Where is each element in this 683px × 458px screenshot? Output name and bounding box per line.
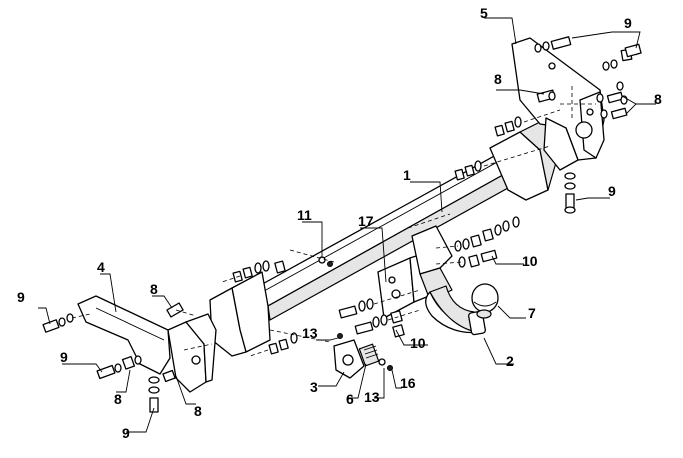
callout-2: 2 (506, 353, 514, 369)
main-crossbeam (209, 117, 563, 357)
callout-8-left-upper: 8 (150, 281, 158, 297)
callout-9-left-middle: 9 (60, 349, 68, 365)
bolt-set-left (42, 302, 197, 413)
spring (358, 343, 380, 367)
callout-16: 16 (400, 375, 416, 391)
callout-9-left-bottom: 9 (122, 425, 130, 441)
tow-ball-neck (425, 285, 486, 336)
callout-3: 3 (310, 379, 318, 395)
bolt-set-right-lower-9 (564, 172, 576, 214)
callout-8-left-bottom: 8 (194, 403, 202, 419)
callout-1: 1 (403, 167, 411, 183)
callout-9-top-right: 9 (624, 15, 632, 31)
nut-row-left (221, 260, 298, 357)
callout-7: 7 (528, 305, 536, 321)
callout-8-left-lower: 8 (114, 391, 122, 407)
right-side-bracket (511, 37, 605, 171)
callout-10-center: 10 (410, 335, 426, 351)
bolt-set-top-right (534, 36, 642, 71)
leader-lines (38, 17, 656, 433)
callout-9-left-upper: 9 (17, 289, 25, 305)
callout-17: 17 (358, 213, 374, 229)
left-side-bracket (77, 295, 217, 393)
callout-5: 5 (480, 5, 488, 21)
bolt-set-right-8 (536, 81, 628, 120)
callout-10-right: 10 (522, 253, 538, 269)
callout-labels: 1 2 3 4 5 6 7 8 8 8 8 8 9 9 9 9 9 10 10 … (17, 5, 662, 441)
callout-8-right-upper: 8 (494, 71, 502, 87)
callout-9-right: 9 (608, 183, 616, 199)
nut-row-upper (454, 109, 561, 181)
socket-mounting-plate (377, 225, 453, 319)
socket-bracket (333, 339, 365, 379)
tow-ball (471, 283, 499, 319)
bolt-set-center-10 (435, 216, 520, 268)
small-fasteners-13-16 (337, 333, 393, 371)
callout-8-right: 8 (654, 91, 662, 107)
callout-13-bottom: 13 (364, 389, 380, 405)
callout-11: 11 (297, 207, 312, 223)
callout-6: 6 (346, 391, 354, 407)
callout-13-left: 13 (302, 325, 318, 341)
callout-4: 4 (97, 259, 105, 275)
bolt-set-lower-10 (338, 289, 421, 338)
